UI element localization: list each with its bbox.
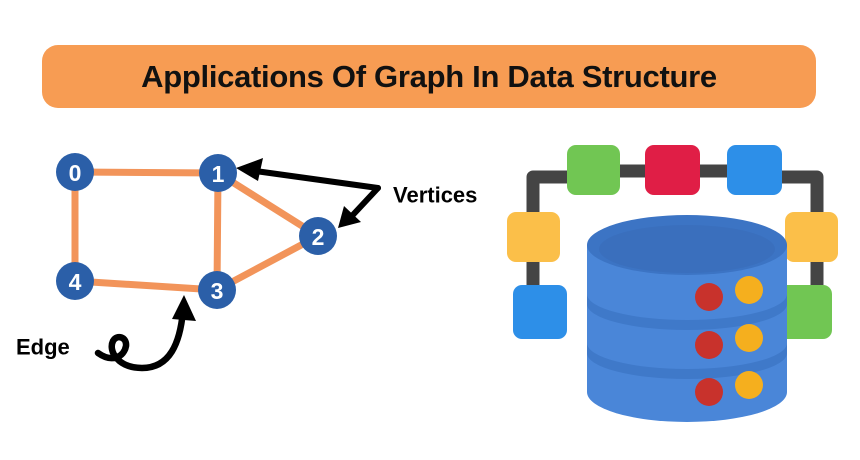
graph-node-1[interactable]: 1 [199, 154, 237, 192]
vertices-arrow-to-node-1 [245, 167, 381, 191]
page-title: Applications Of Graph In Data Structure [141, 59, 717, 94]
cylinder-band-2 [587, 343, 787, 379]
cylinder-top-inner [599, 225, 775, 273]
node-label: 1 [212, 161, 225, 187]
db-node-left-blue[interactable] [513, 285, 567, 339]
db-node-left-amber[interactable] [507, 212, 560, 262]
db-nodes [507, 145, 838, 339]
db-node-right-amber[interactable] [785, 212, 838, 262]
edge-curly-arrow [94, 307, 187, 372]
indicator-dot-red-3 [695, 378, 723, 406]
db-node-top-blue[interactable] [727, 145, 782, 195]
node-label: 3 [211, 278, 224, 304]
edge-label: Edge [16, 335, 70, 360]
edge-0-1 [71, 168, 222, 177]
node-label: 2 [312, 224, 325, 250]
indicator-dot-amber-2 [735, 324, 763, 352]
title-banner: Applications Of Graph In Data Structure [42, 45, 816, 108]
node-circle [56, 262, 94, 300]
cylinder-band-1 [587, 294, 787, 330]
edge-2-3 [213, 232, 322, 294]
vertices-arrowhead-node-2 [338, 206, 361, 228]
edge-arrowhead [172, 295, 196, 321]
indicator-dot-red-1 [695, 283, 723, 311]
indicator-dot-red-2 [695, 331, 723, 359]
db-node-right-green[interactable] [778, 285, 832, 339]
graph-edges [71, 168, 322, 294]
vertices-label: Vertices [393, 183, 477, 208]
node-circle [198, 271, 236, 309]
graph-nodes: 0 1 2 3 4 [56, 153, 337, 309]
db-node-top-red[interactable] [645, 145, 700, 195]
indicator-dot-amber-3 [735, 371, 763, 399]
indicator-dot-amber-1 [735, 276, 763, 304]
graph-node-4[interactable]: 4 [56, 262, 94, 300]
graph-svg: 0 1 2 3 4 [16, 153, 477, 372]
edge-1-2 [214, 169, 322, 240]
cylinder-indicator-dots [695, 276, 763, 406]
graph-diagram: 0 1 2 3 4 [0, 125, 477, 395]
node-circle [56, 153, 94, 191]
vertices-arrow-to-node-2 [347, 185, 381, 221]
database-illustration [495, 130, 860, 430]
node-circle [199, 154, 237, 192]
database-svg [507, 145, 838, 422]
node-circle [299, 217, 337, 255]
node-label: 0 [69, 160, 82, 186]
db-node-top-green[interactable] [567, 145, 620, 195]
graph-node-3[interactable]: 3 [198, 271, 236, 309]
graph-node-2[interactable]: 2 [299, 217, 337, 255]
edge-3-4 [71, 277, 221, 294]
database-cylinder-icon [587, 215, 787, 422]
edge-1-3 [213, 169, 222, 294]
vertices-annotation: Vertices [236, 158, 477, 228]
graph-node-0[interactable]: 0 [56, 153, 94, 191]
edge-annotation: Edge [16, 295, 196, 372]
node-label: 4 [69, 269, 82, 295]
vertices-arrowhead-node-1 [236, 158, 263, 181]
